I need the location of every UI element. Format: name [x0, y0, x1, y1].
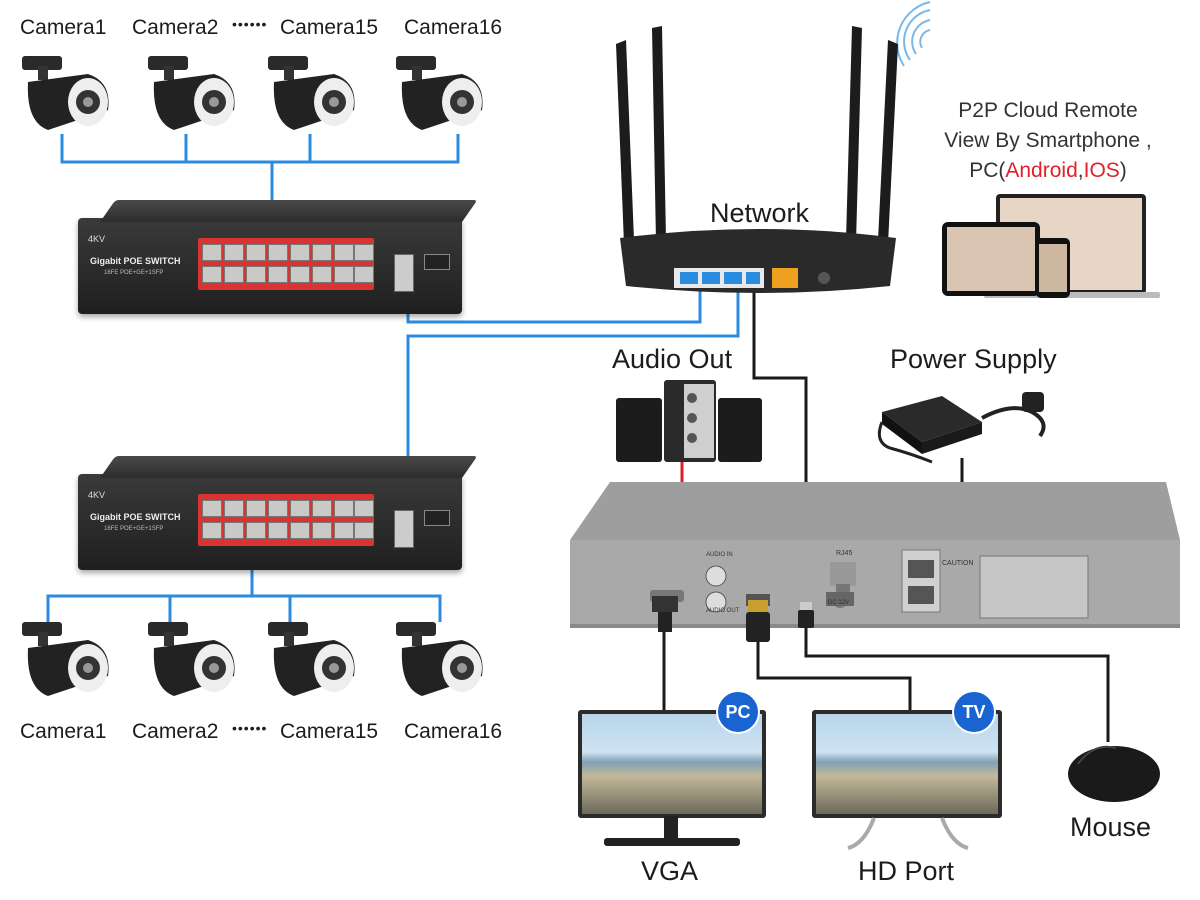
switch-port-block	[198, 238, 374, 290]
bottom-camera-label-15: Camera15	[280, 720, 379, 743]
mouse-label: Mouse	[1070, 812, 1152, 842]
mouse-cable	[804, 628, 1110, 742]
top-camera-label-1: Camera1	[20, 16, 107, 39]
p2p-pc-prefix: PC(	[969, 159, 1006, 182]
switch-spec: 16FE POE+GE+1SFP	[104, 526, 164, 532]
switch-uplink-port	[394, 510, 414, 548]
pc-monitor	[578, 710, 766, 818]
remote-devices-icon	[942, 194, 1160, 298]
camera-icon	[396, 56, 483, 130]
p2p-pc-suffix: )	[1119, 159, 1127, 182]
monitor-stand-icon	[604, 816, 740, 846]
camera-icon	[148, 622, 235, 696]
vga-label: VGA	[641, 856, 699, 886]
router-nvr-cable	[752, 292, 808, 550]
camera-icon	[396, 622, 483, 696]
p2p-comma: ,	[1077, 159, 1084, 182]
switch-sfp-port	[424, 254, 450, 270]
bottom-camera-label-2: Camera2	[132, 720, 219, 743]
nvr-dc-label: DC 12V	[828, 600, 850, 606]
p2p-line-1: P2P Cloud Remote	[958, 99, 1138, 122]
p2p-description: P2P Cloud Remote View By Smartphone , PC…	[942, 96, 1154, 186]
top-camera-label-2: Camera2	[132, 16, 219, 39]
router-icon	[616, 26, 898, 293]
switch-top-panel	[100, 456, 478, 478]
switch-name: Gigabit POE SWITCH	[90, 256, 181, 266]
switch-sfp-port	[424, 510, 450, 526]
switch-top-panel	[100, 200, 478, 222]
nvr-rj45-label: RJ45	[836, 550, 853, 557]
switch-uplink-port	[394, 254, 414, 292]
audio-out-label: Audio Out	[612, 344, 733, 374]
p2p-line-2: View By Smartphone ,	[944, 129, 1152, 152]
camera-icon	[22, 622, 109, 696]
switch-spec: 16FE POE+GE+1SFP	[104, 270, 164, 276]
poe-switch-bottom: 4KV Gigabit POE SWITCH 16FE POE+GE+1SFP	[78, 456, 478, 570]
bottom-camera-label-1: Camera1	[20, 720, 107, 743]
p2p-android: Android	[1005, 159, 1078, 182]
power-adapter-icon	[877, 392, 1046, 464]
p2p-line-3: PC(Android,IOS)	[942, 156, 1154, 186]
top-camera-ellipsis: ••••••	[232, 16, 268, 32]
hdmi-connector-icon	[746, 600, 770, 642]
nvr-audio-out-label: AUDIO OUT	[706, 608, 740, 614]
wifi-signal-icon	[896, 1, 931, 67]
top-camera-cable	[60, 134, 460, 228]
camera-icon	[148, 56, 235, 130]
vga-connector-icon	[652, 596, 678, 632]
tv-badge: TV	[952, 690, 996, 734]
hdmi-cable	[756, 640, 912, 712]
bottom-camera-ellipsis: ••••••	[232, 720, 268, 736]
switch-brand: 4KV	[88, 490, 106, 500]
camera-icon	[268, 56, 355, 130]
top-camera-label-15: Camera15	[280, 16, 379, 39]
camera-icon	[268, 622, 355, 696]
pc-badge: PC	[716, 690, 760, 734]
bottom-camera-label-16: Camera16	[404, 720, 503, 743]
p2p-ios: IOS	[1083, 159, 1120, 182]
camera-icon	[22, 56, 109, 130]
poe-switch-top: 4KV Gigabit POE SWITCH 16FE POE+GE+1SFP	[78, 200, 478, 314]
switch-port-block	[198, 494, 374, 546]
nvr-caution-label: CAUTION	[942, 560, 974, 567]
router-switch2-cable	[406, 290, 740, 482]
power-supply-label: Power Supply	[890, 344, 1057, 374]
bottom-camera-cable	[46, 560, 442, 622]
top-camera-label-16: Camera16	[404, 16, 503, 39]
switch-brand: 4KV	[88, 234, 106, 244]
switch-name: Gigabit POE SWITCH	[90, 512, 181, 522]
tv-stand-icon	[847, 817, 969, 850]
network-label: Network	[710, 198, 810, 228]
mouse-icon	[1068, 745, 1160, 802]
usb-connector-icon	[798, 602, 814, 628]
nvr-audio-in-label: AUDIO IN	[706, 552, 733, 558]
hd-port-label: HD Port	[858, 856, 955, 886]
speaker-icon	[616, 380, 762, 462]
